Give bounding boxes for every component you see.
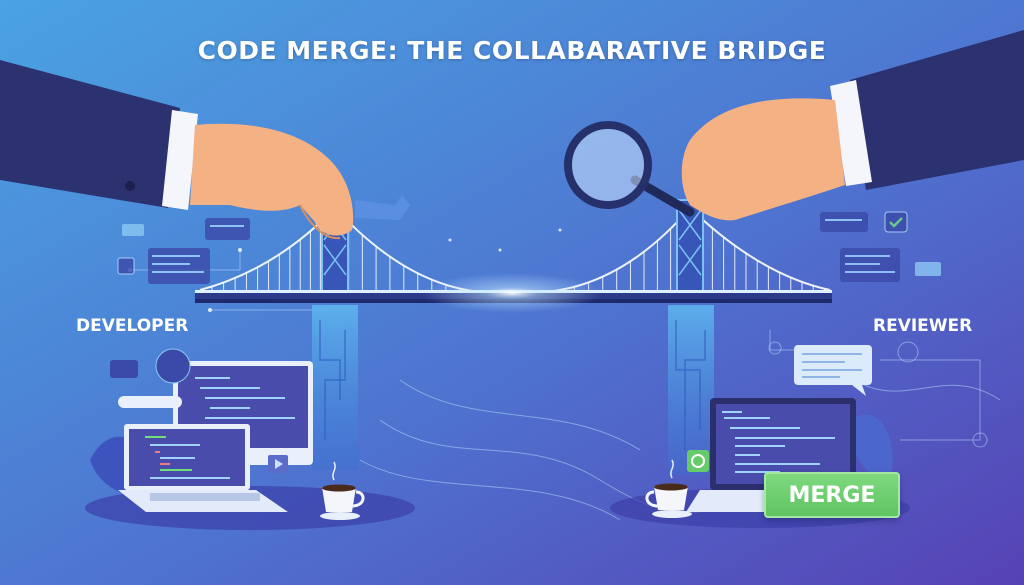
bridge [195, 199, 832, 313]
developer-label: DEVELOPER [76, 316, 189, 336]
bridge-pillars [312, 305, 714, 475]
merge-button[interactable]: MERGE [764, 472, 900, 518]
code-bubble-icon [155, 348, 191, 384]
page-title: CODE MERGE: THE COLLABARATIVE BRIDGE [197, 36, 827, 65]
reviewer-hand [564, 30, 1024, 221]
coffee-cup-icon [645, 459, 692, 518]
comment-bubble-icon [794, 345, 872, 396]
magnifying-glass-icon [564, 121, 695, 217]
code-snippet-cards [117, 211, 941, 284]
chat-icon [110, 360, 138, 378]
developer-hand [0, 60, 410, 240]
developer-laptop [118, 424, 288, 512]
git-icon [687, 450, 709, 472]
coffee-cup-icon [320, 461, 365, 520]
wrench-icon [355, 195, 410, 220]
reviewer-label: REVIEWER [873, 316, 973, 336]
notification-pill [118, 396, 182, 408]
play-icon [275, 459, 283, 469]
